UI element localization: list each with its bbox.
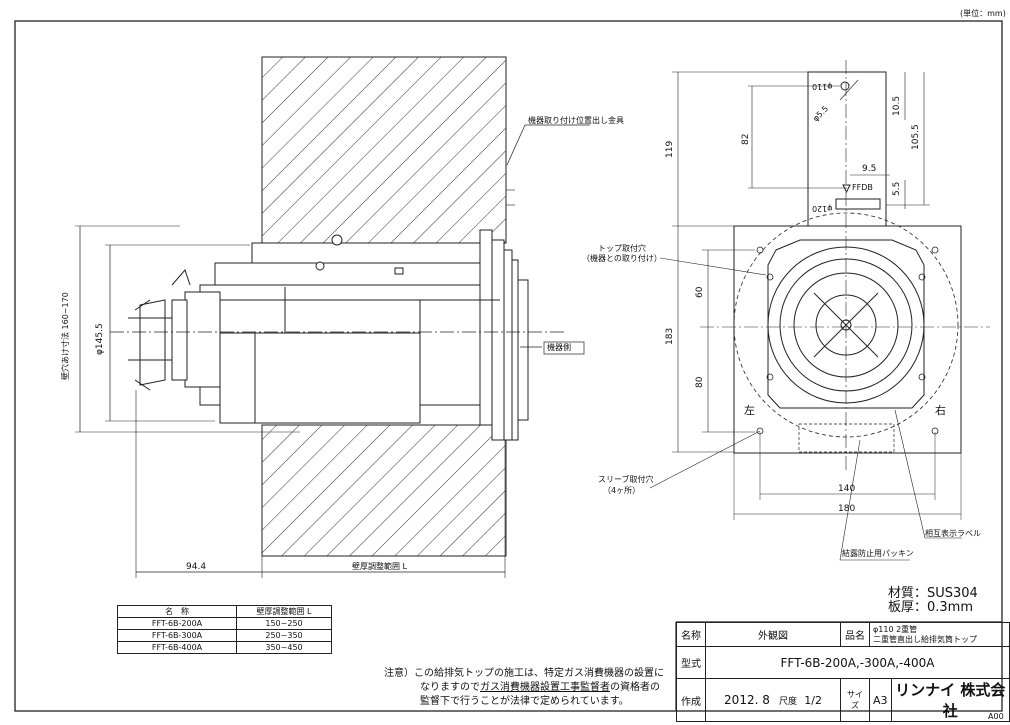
unit-note: (単位：mm) (960, 9, 1006, 18)
dimension-105-5: 105.5 (911, 124, 921, 150)
caution-note: 注意）この給排気トップの施工は、特定ガス消費機器の設置に なりますのでガス消費機… (384, 668, 664, 707)
sleeve-hole-label: スリーブ取付穴 (598, 475, 654, 484)
diameter-110-label: φ110 (812, 82, 833, 91)
wall-hole-dimension: 壁穴あけ寸法 160~170 (61, 292, 70, 380)
label-tag-label: 相互表示ラベル (925, 529, 981, 538)
ffdb-label: FFDB (852, 183, 873, 192)
wall-lower (261, 424, 507, 557)
parts-table: 名 称 壁厚調整範囲 L FFT-6B-200A 150~250 FFT-6B-… (117, 605, 332, 654)
left-mark: 左 (744, 404, 755, 417)
drawing-frame (14, 20, 1003, 712)
model-value: FFT-6B-200A,-300A,-400A (705, 646, 1010, 679)
parts-header-name: 名 称 (117, 605, 237, 618)
packing-label: 結露防止用パッキン (842, 549, 914, 558)
thickness-spec: 板厚：0.3mm (888, 600, 974, 615)
scale-label: 尺度 (779, 697, 798, 707)
bracket-label: 機器取り付け位置出し金具 (528, 116, 624, 125)
made-value: 2012. 8 尺度 1/2 (705, 678, 841, 722)
dimension-5-5: 5.5 (892, 181, 902, 196)
dimension-60: 60 (695, 286, 705, 298)
front-view (649, 60, 990, 561)
dimension-140: 140 (838, 484, 856, 494)
table-row: FFT-6B-400A 350~450 (117, 641, 332, 654)
material-spec: 材質：SUS304 (888, 586, 978, 601)
product-value: φ110 2重管 二重管直出し給排気筒トップ (869, 622, 1010, 647)
title-block: 名称 外観図 品名 φ110 2重管 二重管直出し給排気筒トップ 型式 FFT-… (676, 622, 1010, 722)
dimension-94-4: 94.4 (186, 562, 207, 572)
model-label: 型式 (676, 646, 706, 679)
dimension-183: 183 (665, 327, 675, 345)
size-label: サイズ (840, 678, 870, 722)
size-value: A3 (869, 678, 892, 722)
device-side-label: 機器側 (547, 343, 571, 352)
sleeve-hole-sub: （4ヶ所） (603, 486, 641, 495)
wall-upper (261, 56, 507, 244)
wall-range-label: 壁厚調整範囲 L (352, 562, 407, 571)
table-row: FFT-6B-200A 150~250 (117, 617, 332, 630)
dimension-119: 119 (665, 140, 675, 158)
name-label: 名称 (676, 622, 706, 647)
name-value: 外観図 (705, 622, 841, 647)
diameter-120-label: φ120 (812, 204, 833, 213)
dimension-9-5: 9.5 (862, 164, 877, 174)
diameter-145-label: φ145.5 (95, 323, 105, 355)
dimension-80: 80 (695, 376, 705, 388)
company-name: リンナイ 株式会社 (890, 678, 1010, 722)
scale-value: 1/2 (804, 694, 822, 707)
dimension-10-5: 10.5 (892, 95, 902, 116)
dimension-82: 82 (741, 133, 751, 145)
parts-header-range: 壁厚調整範囲 L (236, 605, 332, 618)
top-hole-sub: （機器との取り付け） (582, 254, 662, 263)
top-hole-label: トップ取付穴 (598, 244, 646, 253)
table-row: FFT-6B-300A 250~350 (117, 629, 332, 642)
right-mark: 右 (935, 404, 946, 417)
side-view (75, 56, 590, 578)
product-label: 品名 (840, 622, 870, 647)
made-label: 作成 (676, 678, 706, 722)
dimension-180: 180 (838, 504, 856, 514)
